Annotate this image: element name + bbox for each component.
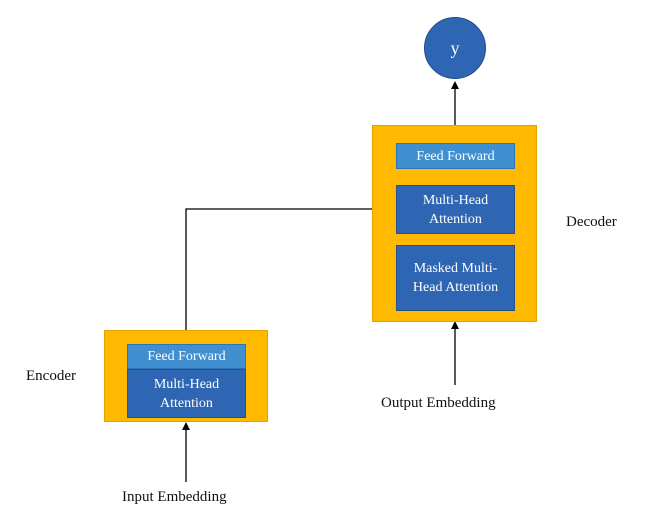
decoder-block: Feed Forward Multi-Head Attention Masked… [372, 125, 537, 322]
encoder-to-decoder-connector [185, 208, 394, 330]
encoder-multi-head-attention: Multi-Head Attention [127, 369, 246, 418]
decoder-cross-attention-label: Multi-Head Attention [422, 192, 489, 227]
encoder-feed-forward: Feed Forward [127, 344, 246, 369]
decoder-masked-attention-label: Masked Multi-Head Attention [412, 261, 499, 295]
decoder-multi-head-attention: Multi-Head Attention [396, 185, 515, 234]
encoder-label: Encoder [26, 368, 76, 384]
decoder-feed-forward: Feed Forward [396, 143, 515, 169]
output-embedding-label: Output Embedding [381, 395, 496, 411]
encoder-block: Feed Forward Multi-Head Attention [104, 330, 268, 422]
encoder-attention-label: Multi-Head Attention [153, 376, 220, 411]
output-label: y [450, 37, 460, 58]
output-node: y [424, 17, 486, 79]
decoder-masked-attention: Masked Multi-Head Attention [396, 245, 515, 311]
decoder-label: Decoder [566, 214, 617, 230]
decoder-feed-forward-label: Feed Forward [416, 148, 495, 164]
encoder-feed-forward-label: Feed Forward [147, 349, 226, 364]
input-embedding-label: Input Embedding [122, 489, 227, 505]
